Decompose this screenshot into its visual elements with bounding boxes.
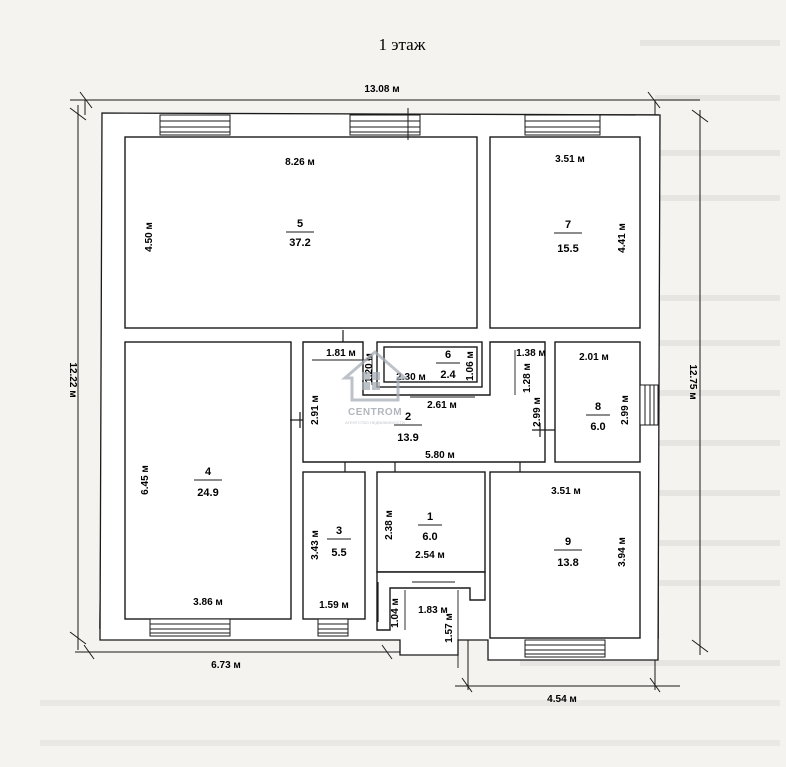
- porch-width: 1.83 м: [418, 605, 448, 616]
- room-7-width: 3.51 м: [555, 154, 585, 165]
- porch-right: 1.57 м: [444, 613, 455, 643]
- room-7-number: 7: [565, 219, 571, 231]
- room-6-area: 2.4: [440, 369, 456, 381]
- room-6-number: 6: [445, 349, 451, 361]
- room-8-dim-a: 1.38 м: [516, 348, 546, 359]
- room-6-height: 1.06 м: [465, 351, 476, 381]
- room-3-area: 5.5: [331, 547, 346, 559]
- room-2-height: 2.91 м: [310, 395, 321, 425]
- room-9-width: 3.51 м: [551, 486, 581, 497]
- room-2-width: 5.80 м: [425, 450, 455, 461]
- room-9-number: 9: [565, 536, 571, 548]
- room-3-number: 3: [336, 525, 342, 537]
- floor-title: 1 этаж: [379, 35, 426, 54]
- room-8-outline: [554, 341, 641, 463]
- window-top-3: [524, 114, 601, 136]
- room-3-height: 3.43 м: [310, 530, 321, 560]
- window-bottom-1: [149, 618, 231, 637]
- room-1-width: 2.54 м: [415, 550, 445, 561]
- room-7-area: 15.5: [557, 243, 578, 255]
- room-4-area: 24.9: [197, 487, 218, 499]
- room-9-outline: [489, 471, 641, 639]
- room-7-height: 4.41 м: [617, 223, 628, 253]
- dim-left: 12.22 м: [67, 362, 78, 397]
- room-8-dim-c: 2.99 м: [532, 397, 543, 427]
- room-8-width: 2.01 м: [579, 352, 609, 363]
- room-6-width: 2.30 м: [396, 372, 426, 383]
- room-1-height: 2.38 м: [384, 510, 395, 540]
- room-8-area: 6.0: [590, 421, 605, 433]
- room-2-number: 2: [405, 411, 411, 423]
- dim-bottom-right: 4.54 м: [547, 694, 577, 705]
- room-1-outline: [376, 471, 486, 573]
- room-1-number: 1: [427, 511, 433, 523]
- room-9-area: 13.8: [557, 557, 578, 569]
- windows: [149, 108, 659, 658]
- room-5-height: 4.50 м: [144, 222, 155, 252]
- door-openings: [290, 330, 555, 622]
- room-3-width: 1.59 м: [319, 600, 349, 611]
- centrom-watermark: CENTROM АГЕНТСТВО НЕДВИЖИМОСТИ: [340, 350, 410, 425]
- dim-top: 13.08 м: [364, 84, 399, 95]
- watermark-brand: CENTROM: [348, 407, 402, 418]
- watermark-tagline: АГЕНТСТВО НЕДВИЖИМОСТИ: [345, 420, 405, 425]
- room-8-dim-b: 1.28 м: [522, 363, 533, 393]
- room-2-area: 13.9: [397, 432, 418, 444]
- inner-dimension-lines: [312, 350, 516, 668]
- room-labels: 8.26 м 4.50 м 5 37.2 3.51 м 4.41 м 7 15.…: [140, 154, 631, 643]
- room-4-width: 3.86 м: [193, 597, 223, 608]
- window-top-2: [349, 108, 421, 140]
- room-9-height: 3.94 м: [617, 537, 628, 567]
- room-2-dim-a: 1.81 м: [326, 348, 356, 359]
- window-top-1: [159, 114, 231, 136]
- room-4-number: 4: [205, 466, 212, 478]
- dim-right: 12.75 м: [687, 364, 698, 399]
- porch-left: 1.04 м: [390, 598, 401, 628]
- window-bottom-3: [524, 639, 606, 658]
- dim-bottom-left: 6.73 м: [211, 660, 241, 671]
- house-logo-icon: [340, 350, 410, 402]
- room-4-height: 6.45 м: [140, 465, 151, 495]
- room-2-dim-c: 1.20 м: [364, 353, 375, 383]
- room-5-area: 37.2: [289, 237, 310, 249]
- room-2-dim-b: 2.61 м: [427, 400, 457, 411]
- window-bottom-2: [317, 618, 349, 637]
- porch-outline: [376, 571, 486, 631]
- room-8-number: 8: [595, 401, 601, 413]
- room-1-area: 6.0: [422, 531, 437, 543]
- room-5-width: 8.26 м: [285, 157, 315, 168]
- scan-bleed-through: [40, 40, 780, 746]
- room-6-inner: [383, 346, 478, 383]
- window-right: [639, 384, 659, 426]
- room-5-number: 5: [297, 218, 303, 230]
- room-8-height: 2.99 м: [620, 395, 631, 425]
